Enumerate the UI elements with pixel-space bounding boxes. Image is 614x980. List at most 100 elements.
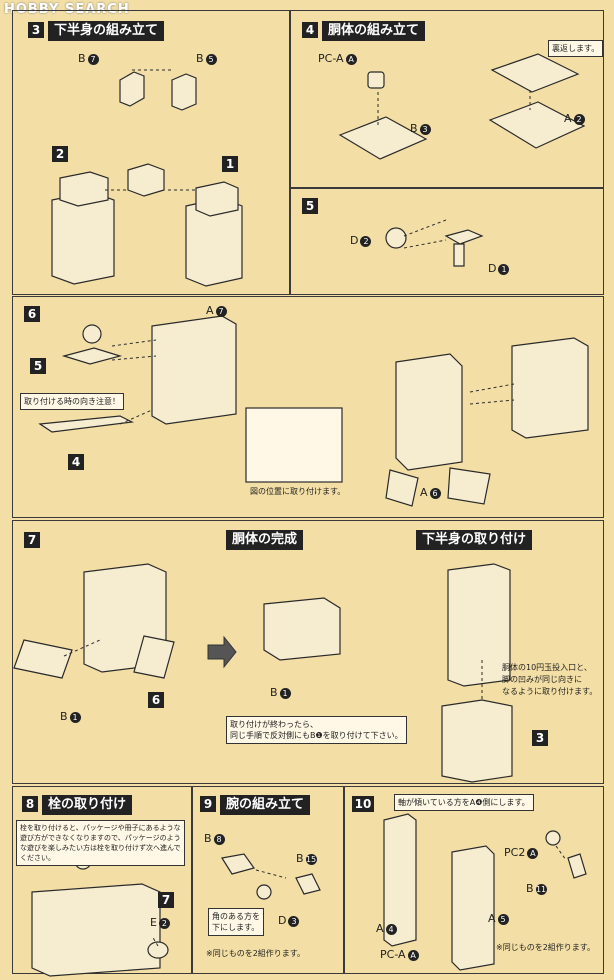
label-b8-letter: B — [204, 832, 212, 845]
label-a7-letter: A — [206, 304, 214, 317]
label-a6-num: 6 — [429, 487, 441, 499]
step-4-number: 4 — [302, 22, 318, 38]
part-d1-joint — [444, 229, 484, 267]
panel-step-10 — [344, 786, 604, 974]
part-2-tag: 2 — [52, 146, 68, 162]
label-b3-num: 3 — [419, 123, 431, 135]
orientation-caution: 取り付ける時の向き注意！ — [20, 393, 124, 410]
leg-6 — [133, 635, 175, 679]
label-b11-letter: B — [526, 882, 534, 895]
make-two-note-10: ※同じものを2組作ります。 — [496, 943, 595, 952]
part-2-top — [59, 171, 109, 207]
arm-b8 — [221, 853, 255, 875]
plate-top — [490, 53, 580, 93]
label-b7-letter: B — [78, 52, 86, 65]
coin-slot-note: 胴体の10円玉投入口と、脚の凹みが同じ向きになるように取り付けます。 — [502, 662, 597, 698]
leg-right — [447, 467, 491, 505]
body-complete-title: 胴体の完成 — [226, 530, 304, 550]
flip-note: 裏返します。 — [548, 40, 604, 57]
part-6-tag: 6 — [148, 692, 164, 708]
label-pc2a-text: PC2 — [504, 846, 526, 859]
panel-step-4 — [290, 10, 604, 188]
arm-a5 — [451, 845, 495, 971]
panel-step-5 — [290, 188, 604, 295]
corner-note-line2: 下にします。 — [212, 923, 260, 932]
tray-4 — [38, 415, 135, 433]
panel-step-3 — [12, 10, 290, 295]
plug-warning: 栓を取り付けると、パッケージや冊子にあるような遊び方ができなくなりますので、パッ… — [16, 820, 185, 866]
axis-note: 軸が傾いている方をA❹側にします。 — [394, 794, 534, 811]
label-b7-num: 7 — [87, 53, 99, 65]
panel-step-9 — [192, 786, 344, 974]
label-b3-letter: B — [410, 122, 418, 135]
label-a5-letter: A — [488, 912, 496, 925]
label-b1-done-letter: B — [270, 686, 278, 699]
part-7-tag: 7 — [158, 892, 174, 908]
part-joint — [127, 163, 165, 197]
pc2a-peg — [545, 830, 561, 846]
part-1-tag: 1 — [222, 156, 238, 172]
b11-part — [567, 853, 587, 879]
body-a6 — [395, 353, 463, 471]
part-e2 — [147, 941, 169, 959]
step-7-number: 7 — [24, 532, 40, 548]
step-5-number: 5 — [302, 198, 318, 214]
label-pc-a-num: A — [345, 53, 357, 65]
label-a2-num: 2 — [573, 113, 585, 125]
label-b11-num: 11 — [535, 883, 547, 895]
label-b1-num: 1 — [69, 711, 81, 723]
coin-slot-line2: 脚の凹みが同じ向きに — [502, 675, 582, 684]
step-10-number: 10 — [352, 796, 374, 812]
part-b7 — [119, 71, 145, 107]
panel-step-6 — [12, 296, 604, 518]
coin-slot-line1: 胴体の10円玉投入口と、 — [502, 663, 592, 672]
next-arrow — [207, 635, 237, 669]
detail-box — [245, 407, 343, 483]
label-b1-done-num: 1 — [279, 687, 291, 699]
step-8-number: 8 — [22, 796, 38, 812]
step-3-title: 下半身の組み立て — [48, 21, 165, 41]
leg-left — [385, 469, 419, 507]
pc-a-peg — [367, 71, 385, 89]
label-pc2a-num: A — [527, 847, 539, 859]
step-9-number: 9 — [200, 796, 216, 812]
part-1-top — [195, 181, 239, 217]
panel-step-7 — [12, 520, 604, 784]
plug-warning-line4: ください。 — [20, 854, 55, 862]
label-b15-letter: B — [296, 852, 304, 865]
body-step8 — [31, 883, 161, 977]
label-b5-num: 5 — [205, 53, 217, 65]
label-a4-num: 4 — [385, 923, 397, 935]
plate-b3 — [338, 116, 428, 160]
plug-warning-line1: 栓を取り付けると、パッケージや冊子にあるような — [20, 824, 181, 832]
label-pc-a-10-text: PC-A — [380, 948, 406, 961]
label-a7-num: 7 — [215, 305, 227, 317]
repeat-note: 取り付けが終わったら、同じ手順で反対側にもB❶を取り付けて下さい。 — [226, 716, 407, 744]
label-d3-letter: D — [278, 914, 287, 927]
part-4-tag: 4 — [68, 454, 84, 470]
position-caption: 図の位置に取り付けます。 — [250, 487, 346, 496]
part-2-block — [51, 191, 115, 285]
step-3-number: 3 — [28, 22, 44, 38]
label-pc-a-text: PC-A — [318, 52, 344, 65]
corner-note: 角のある方を下にします。 — [208, 908, 264, 936]
lower-legs — [447, 563, 511, 687]
